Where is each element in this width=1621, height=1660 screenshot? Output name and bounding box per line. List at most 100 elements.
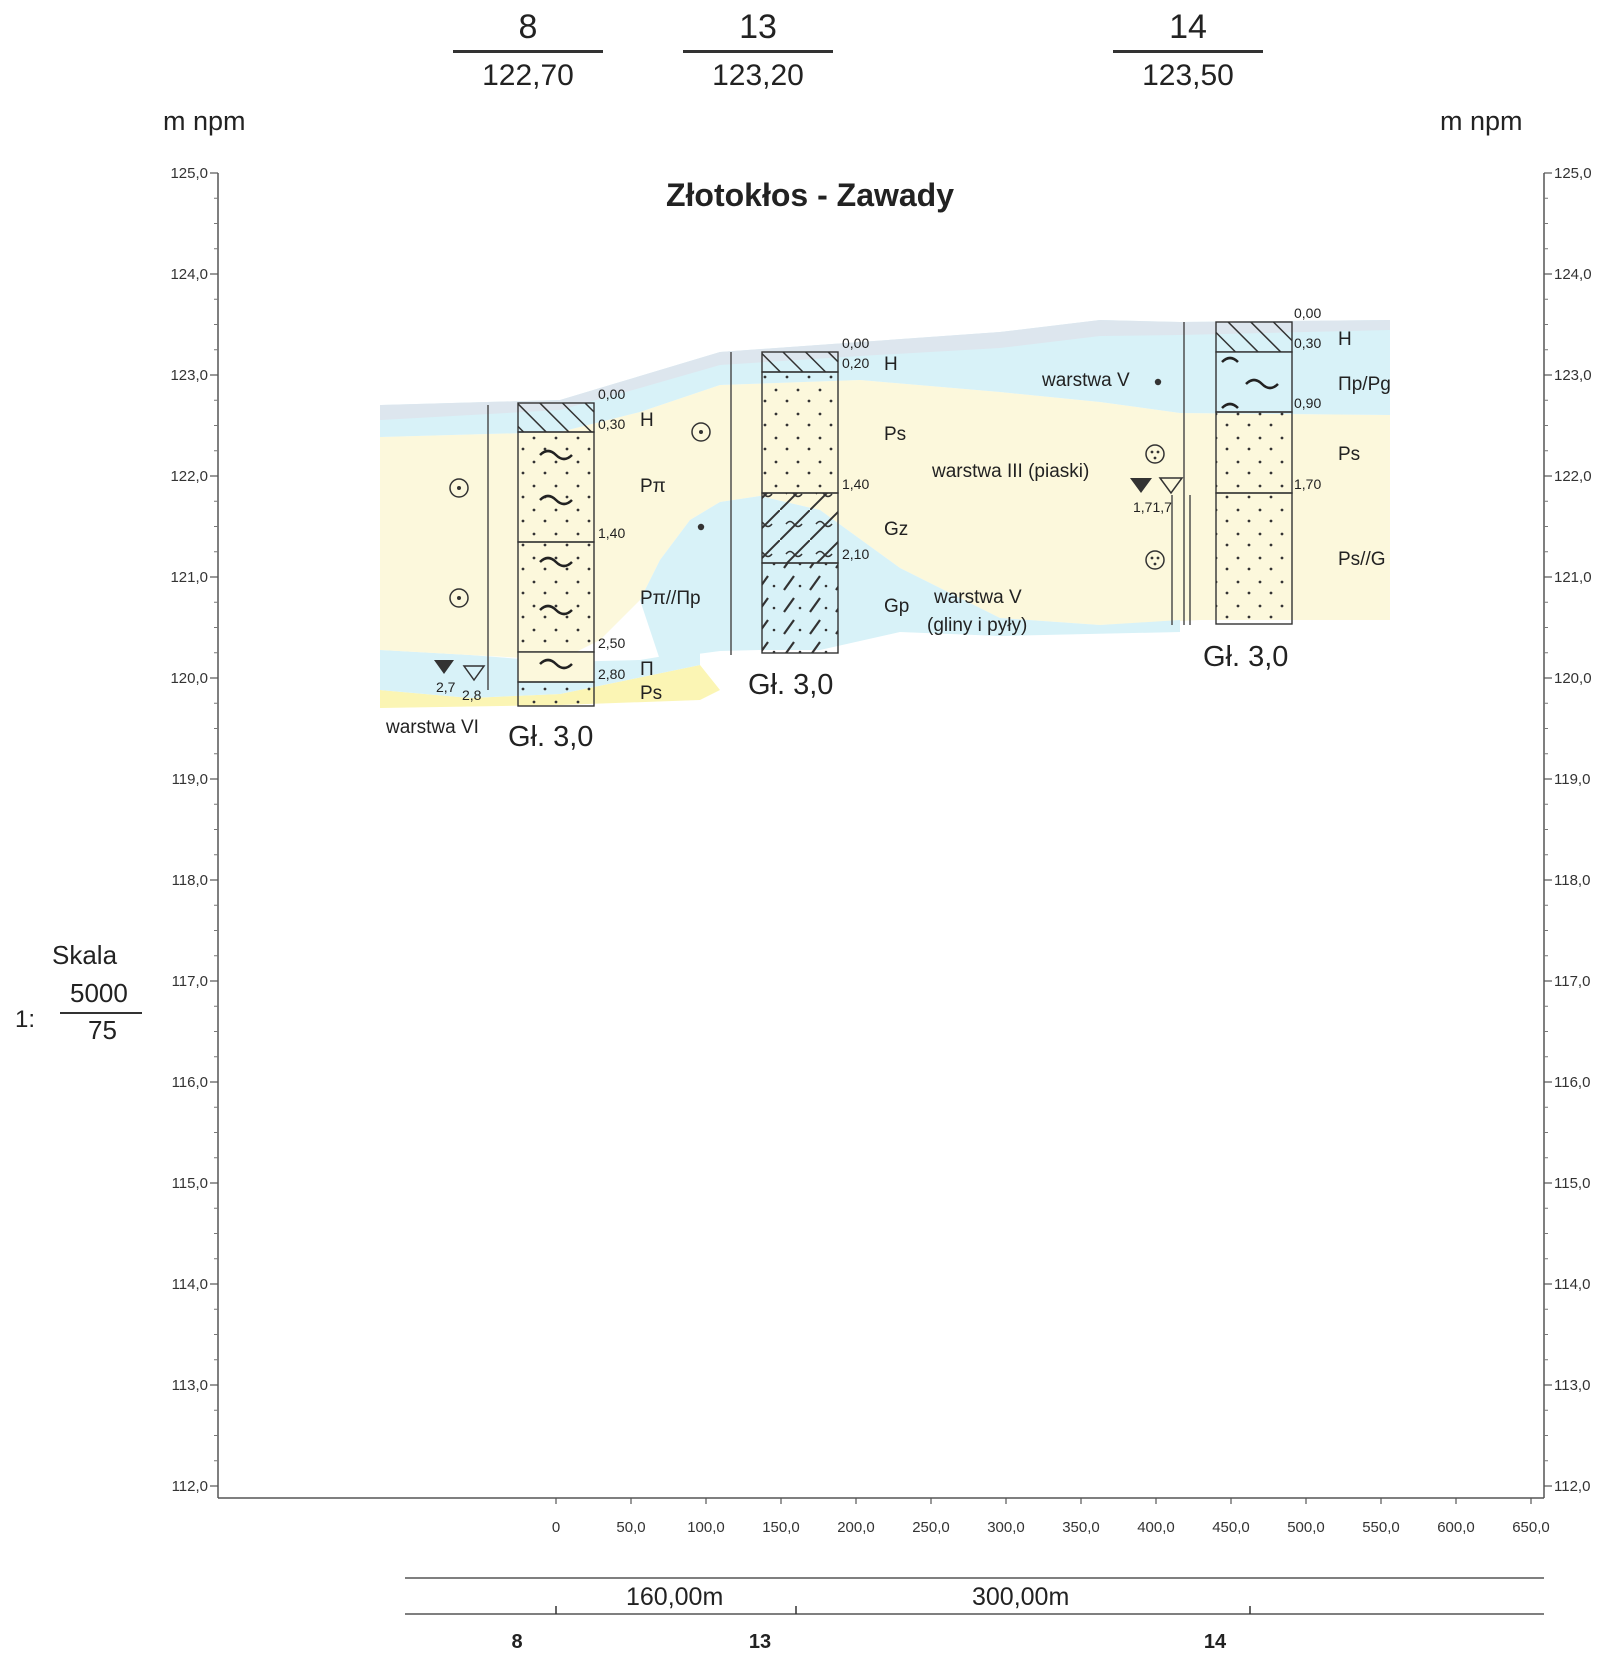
layer-label-warstwa-vi: warstwa VI	[385, 717, 479, 738]
x-tick-label: 550,0	[1362, 1519, 1400, 1536]
header-rule	[683, 50, 833, 53]
soil-pi	[517, 651, 595, 683]
gravel-symbol-icon	[1145, 550, 1165, 570]
y-tick-label: 116,0	[172, 1074, 208, 1091]
soil-label: Πp/Pg	[1338, 374, 1391, 395]
y-tick-label: 120,0	[170, 670, 208, 687]
borehole-elevation: 123,50	[1142, 59, 1234, 92]
depth-mark: 2,50	[598, 635, 625, 651]
depth-mark: 0,90	[1294, 395, 1321, 411]
y-tick-label: 123,0	[1554, 367, 1592, 384]
soil-pp-pg	[1215, 351, 1293, 413]
borehole-header-14: 14 123,50	[1108, 8, 1268, 93]
layer-label-warstwa-v-sub: (gliny i pyły)	[927, 615, 1027, 636]
chart-title: Złotokłos - Zawady	[666, 177, 954, 213]
layer-label-warstwa-v: warstwa V	[933, 587, 1022, 608]
water-table-outline-icon	[1158, 477, 1184, 495]
soil-gp	[761, 562, 839, 654]
soil-h	[1215, 321, 1293, 353]
y-tick-label: 115,0	[1554, 1175, 1590, 1192]
x-tick-label: 400,0	[1137, 1519, 1175, 1536]
y-axis-unit-right: m npm	[1440, 106, 1523, 136]
y-tick-label: 125,0	[170, 165, 208, 182]
y-tick-label: 124,0	[1554, 266, 1592, 283]
soil-label: Gp	[884, 596, 909, 617]
wave-mark	[539, 449, 573, 670]
x-tick-label: 650,0	[1512, 1519, 1550, 1536]
axes	[217, 173, 1545, 1499]
x-tick-label: 50,0	[616, 1519, 645, 1536]
wave-mark	[1221, 356, 1279, 409]
water-depth: 2,8	[462, 687, 482, 703]
soil-label: H	[1338, 329, 1352, 350]
depth-mark: 0,20	[842, 355, 869, 371]
header-rule	[453, 50, 603, 53]
y-tick-label: 114,0	[1554, 1276, 1590, 1293]
distance-label: 160,00m	[626, 1583, 723, 1611]
soil-p-pi	[517, 431, 595, 543]
soil-gz	[761, 492, 839, 564]
soil-p-pi-pp	[517, 541, 595, 653]
x-tick-label: 300,0	[987, 1519, 1025, 1536]
borehole-id: 14	[1169, 8, 1207, 46]
soil-label: Π	[640, 659, 654, 680]
x-tick-label: 200,0	[837, 1519, 875, 1536]
depth-mark: 0,00	[1294, 305, 1321, 321]
distance-label: 300,00m	[972, 1583, 1069, 1611]
water-table-icon	[1130, 478, 1152, 493]
layer-label-warstwa-v-top: warstwa V	[1041, 370, 1130, 391]
borehole-id: 13	[739, 8, 777, 46]
soil-label: Gz	[884, 519, 908, 540]
y-tick-label: 121,0	[170, 569, 208, 586]
depth-mark: 0,30	[1294, 335, 1321, 351]
borehole-header-13: 13 123,20	[678, 8, 838, 93]
depth-mark: 1,70	[1294, 476, 1321, 492]
soil-label: H	[884, 354, 898, 375]
distance-bar: 160,00m 300,00m 8 13 14	[405, 1577, 1544, 1653]
borehole-id-bottom: 13	[749, 1631, 771, 1653]
water-depth: 2,7	[436, 679, 456, 695]
borehole-elevation: 122,70	[482, 59, 574, 92]
soil-label: Ps	[640, 683, 662, 704]
depth-mark: 2,80	[598, 666, 625, 682]
soil-symbols	[449, 378, 1165, 608]
y-tick-label: 117,0	[1554, 973, 1590, 990]
borehole-elevation: 123,20	[712, 59, 804, 92]
depth-mark: 0,00	[598, 386, 625, 402]
borehole-13: 0,00 0,20 1,40 2,10 H Ps Gz Gp Gł. 3,0	[730, 335, 909, 701]
scale-prefix: 1:	[15, 1006, 36, 1033]
soil-label: Pπ//Πp	[640, 588, 701, 609]
borehole-header-8: 8 122,70	[448, 8, 608, 93]
y-tick-label: 115,0	[172, 1175, 208, 1192]
y-tick-label: 114,0	[172, 1276, 208, 1293]
y-tick-label: 118,0	[172, 872, 208, 889]
sand-symbol-icon	[449, 588, 469, 608]
y-tick-label: 123,0	[170, 367, 208, 384]
header-rule	[1113, 50, 1263, 53]
x-tick-label: 150,0	[762, 1519, 800, 1536]
sand-symbol-icon	[691, 422, 711, 442]
x-tick-label: 0	[552, 1519, 560, 1536]
y-tick-label: 125,0	[1554, 165, 1592, 182]
y-tick-label: 112,0	[172, 1478, 208, 1495]
band-warstwa-v-top	[380, 320, 1390, 437]
x-tick-label: 100,0	[687, 1519, 725, 1536]
soil-h	[761, 351, 839, 373]
scale-vertical: 75	[88, 1015, 117, 1045]
soil-label: Ps	[884, 424, 906, 445]
y-tick-label: 113,0	[1554, 1377, 1590, 1394]
gravel-symbol-icon	[1145, 444, 1165, 464]
y-tick-label: 113,0	[172, 1377, 208, 1394]
y-tick-label: 121,0	[1554, 569, 1592, 586]
depth-mark: 2,10	[842, 546, 869, 562]
band-warstwa-iii	[380, 380, 1390, 660]
soil-label: Ps//G	[1338, 549, 1386, 570]
soil-label: Pπ	[640, 476, 666, 497]
depth-label: Gł. 3,0	[1203, 641, 1288, 673]
depth-mark: 1,40	[598, 525, 625, 541]
depth-mark: 1,40	[842, 476, 869, 492]
soil-ps	[517, 681, 595, 707]
borehole-14: 0,00 0,30 0,90 1,70 H Πp/Pg Ps Ps//G 1,7…	[1130, 305, 1391, 673]
borehole-8: 0,00 0,30 1,40 2,50 2,80 H Pπ Pπ//Πp Π P…	[434, 386, 701, 753]
